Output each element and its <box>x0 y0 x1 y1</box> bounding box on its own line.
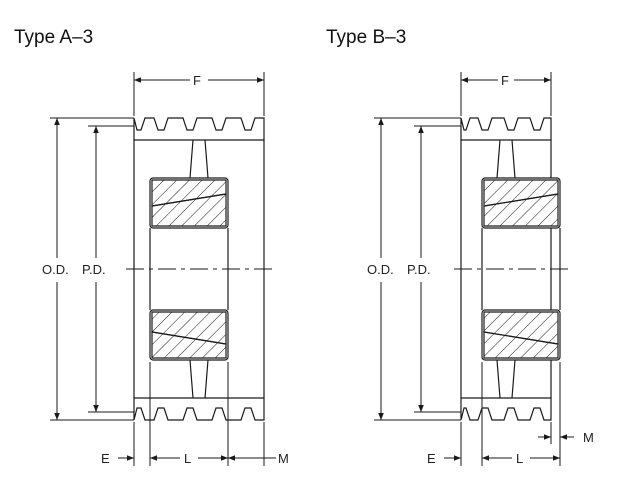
type-b-top-grooves <box>460 117 552 141</box>
type-a-label-pd: P.D. <box>82 262 106 277</box>
type-b-label-f: F <box>501 73 509 88</box>
type-a-label-e: E <box>101 451 110 466</box>
type-a-dimensions <box>50 72 276 466</box>
type-b-label-m: M <box>583 430 594 445</box>
type-b-label-l: L <box>516 451 523 466</box>
type-a-bottom-grooves <box>133 397 265 421</box>
type-a-title: Type A–3 <box>14 27 94 48</box>
type-b-label-e: E <box>427 451 436 466</box>
type-b-drawing <box>454 117 568 421</box>
type-b-label-od: O.D. <box>367 262 394 277</box>
type-b-label-pd: P.D. <box>407 262 431 277</box>
type-b-bottom-grooves <box>460 397 552 421</box>
type-a-label-od: O.D. <box>42 262 69 277</box>
type-a-label-m: M <box>278 451 289 466</box>
type-a-labels: F O.D. P.D. E L M <box>42 73 289 466</box>
type-b-title: Type B–3 <box>326 27 407 48</box>
type-a-label-f: F <box>193 73 201 88</box>
type-b-labels: F O.D. P.D. E L M <box>367 73 594 466</box>
type-a-top-grooves <box>133 117 265 141</box>
type-a-drawing <box>126 117 272 421</box>
type-b-dimensions <box>374 72 574 466</box>
type-a-label-l: L <box>184 451 191 466</box>
